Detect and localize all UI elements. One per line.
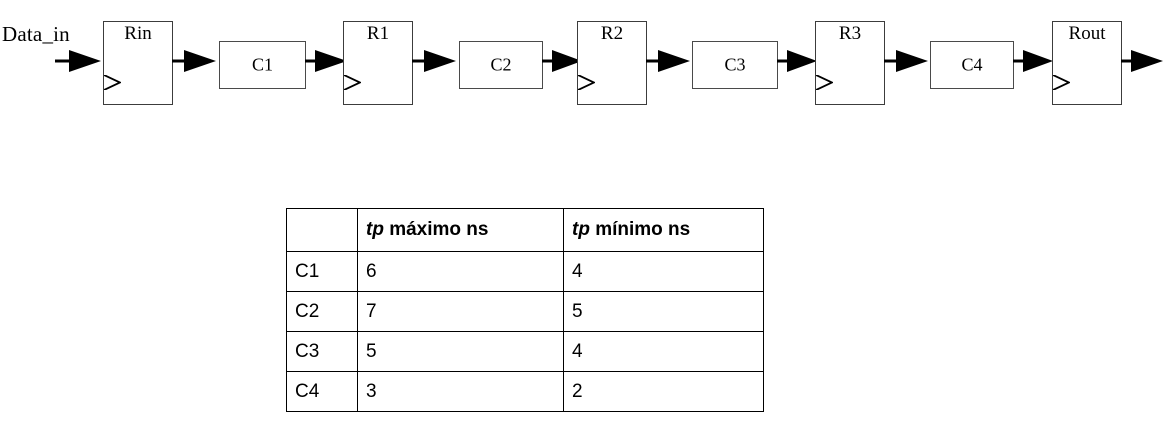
arrow-c2-to-r2 [542,50,582,72]
combinational-block-c1-label: C1 [251,54,273,75]
combinational-block-c4-label: C4 [961,54,983,75]
arrow-r2-to-c3 [646,50,690,72]
table-header-tp-max: tp máximo ns [357,208,564,252]
data-in-label: Data_in [2,22,70,46]
row-label-c1: C1 [286,251,358,292]
cell-c4-max: 3 [357,371,564,412]
table-header-tp-min: tp mínimo ns [563,208,764,252]
cell-c3-min: 4 [563,331,764,372]
register-r2-label: R2 [600,23,624,44]
register-rin: Rin [103,21,173,105]
combinational-block-c3: C3 [692,41,778,89]
pipeline-diagram: Data_in Rin C1 R1 [0,0,1165,130]
row-label-c3: C3 [286,331,358,372]
table-header-row: tp máximo ns tp mínimo ns [286,208,764,252]
register-r1-label: R1 [366,23,390,44]
arrow-c1-to-r1 [305,50,347,72]
tp-max-unit-label: máximo ns [383,219,489,240]
table-corner-cell [286,208,358,252]
arrow-r1-to-c2 [412,50,456,72]
table-row: C1 6 4 [286,251,764,292]
register-r3: R3 [815,21,885,105]
timing-table-container: tp máximo ns tp mínimo ns C1 6 4 C2 7 5 … [286,208,764,412]
cell-c1-min: 4 [563,251,764,292]
table-row: C2 7 5 [286,291,764,332]
cell-c2-min: 5 [563,291,764,332]
table-row: C4 3 2 [286,371,764,412]
clock-input-triangle-rout [1053,75,1070,90]
arrow-output [1121,50,1163,72]
row-label-c2: C2 [286,291,358,332]
arrow-c4-to-rout [1013,50,1053,72]
clock-input-triangle-r2 [578,75,595,90]
clock-input-triangle-r1 [344,75,361,90]
combinational-block-c2-label: C2 [490,54,512,75]
tp-min-unit-label: mínimo ns [589,219,691,240]
clock-input-triangle-r3 [816,75,833,90]
register-rout-label: Rout [1068,23,1106,44]
arrow-c3-to-r3 [777,50,817,72]
combinational-block-c3-label: C3 [724,54,746,75]
register-r3-label: R3 [838,23,862,44]
table-row: C3 5 4 [286,331,764,372]
combinational-block-c4: C4 [930,41,1014,89]
clock-input-triangle-rin [104,75,121,90]
arrow-rin-to-c1 [172,50,216,72]
register-rout: Rout [1052,21,1122,105]
cell-c4-min: 2 [563,371,764,412]
combinational-block-c1: C1 [219,41,306,89]
tp-symbol-min: tp [572,219,590,240]
cell-c3-max: 5 [357,331,564,372]
register-r2: R2 [577,21,647,105]
combinational-block-c2: C2 [459,41,543,89]
tp-symbol-max: tp [366,219,384,240]
cell-c2-max: 7 [357,291,564,332]
register-r1: R1 [343,21,413,105]
register-rin-label: Rin [124,23,152,44]
row-label-c4: C4 [286,371,358,412]
cell-c1-max: 6 [357,251,564,292]
arrow-input-to-rin [55,50,101,72]
arrow-r3-to-c4 [884,50,928,72]
timing-table: tp máximo ns tp mínimo ns C1 6 4 C2 7 5 … [286,208,764,412]
